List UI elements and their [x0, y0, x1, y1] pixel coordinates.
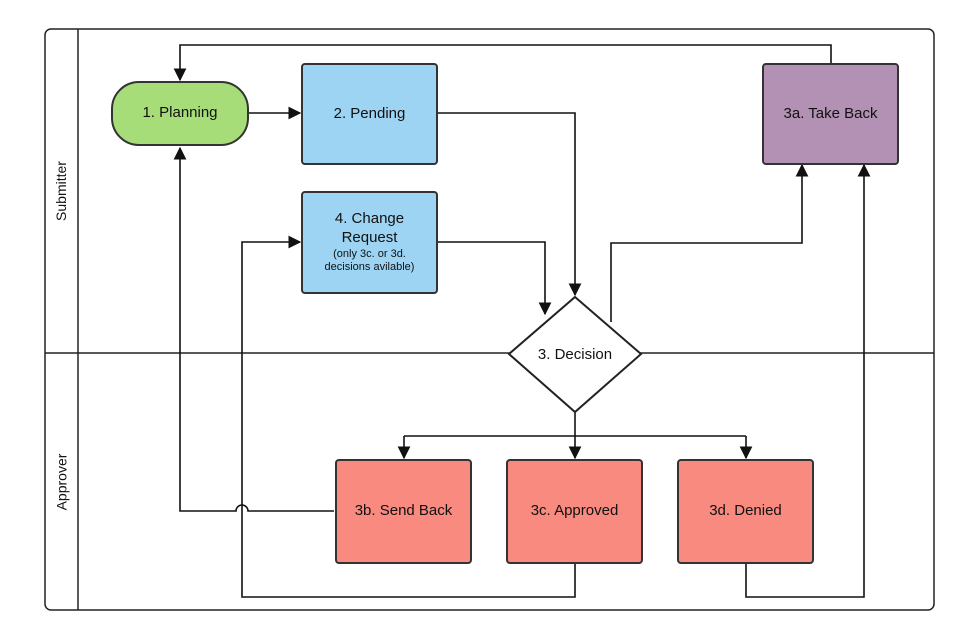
node-take-back: 3a. Take Back [762, 63, 899, 165]
node-change-request-note: (only 3c. or 3d. decisions avilable) [324, 247, 415, 274]
node-change-request-label: 4. Change Request [334, 210, 405, 246]
node-planning: 1. Planning [111, 81, 249, 146]
lane-label-submitter: Submitter [46, 30, 76, 352]
arrow-denied-to-take-back [745, 163, 871, 598]
lane-approver-text: Approver [53, 453, 69, 510]
node-pending-label: 2. Pending [333, 104, 406, 122]
node-change-request: 4. Change Request (only 3c. or 3d. decis… [301, 191, 438, 294]
arrow-approved-to-change-request [241, 235, 576, 598]
pool-frame [44, 28, 935, 611]
lane-submitter-text: Submitter [53, 161, 70, 221]
arrow-send-back-to-planning [173, 146, 334, 512]
node-pending: 2. Pending [301, 63, 438, 165]
node-denied-label: 3d. Denied [709, 502, 782, 520]
node-planning-label: 1. Planning [142, 104, 218, 122]
decision-diamond [507, 295, 643, 414]
arrow-change-request-to-decision [438, 241, 552, 316]
arrow-pending-to-decision [438, 112, 582, 297]
node-denied: 3d. Denied [677, 459, 814, 564]
node-decision: 3. Decision [509, 297, 641, 412]
node-take-back-label: 3a. Take Back [783, 104, 878, 122]
node-approved-label: 3c. Approved [530, 502, 619, 520]
lane-label-approver: Approver [46, 354, 76, 609]
node-approved: 3c. Approved [506, 459, 643, 564]
arrow-take-back-to-planning [173, 44, 832, 82]
node-send-back-label: 3b. Send Back [354, 502, 453, 520]
node-send-back: 3b. Send Back [335, 459, 472, 564]
arrow-decision-to-take-back [610, 163, 809, 322]
node-decision-label: 3. Decision [537, 346, 613, 363]
